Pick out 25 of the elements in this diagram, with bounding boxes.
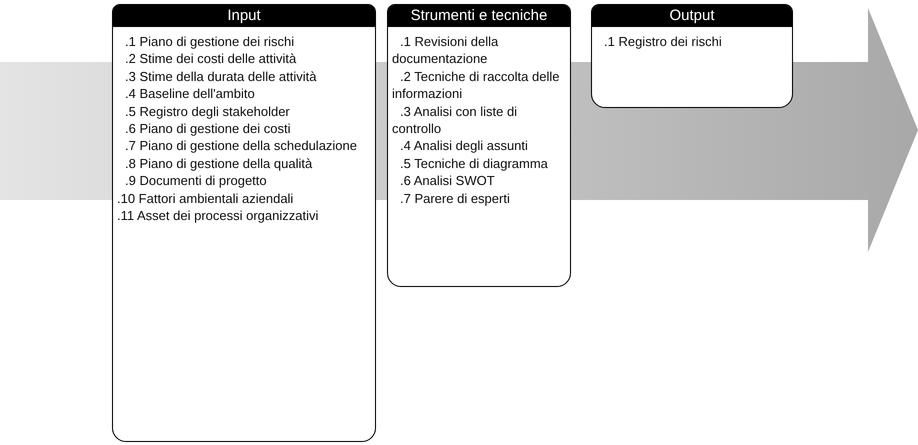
list-box: [387, 4, 571, 287]
list-box: [112, 4, 376, 442]
list-item: .7 Parere di esperti: [399, 190, 511, 208]
list-item: .5 Tecniche di diagramma: [399, 154, 549, 172]
list-item: .2 Tecniche di raccolta delle informazioni: [392, 68, 560, 103]
list-item: .1 Piano di gestione dei rischi: [124, 33, 296, 50]
box-header: Input: [113, 5, 375, 27]
box-header: Output: [592, 5, 792, 27]
list-item: .9 Documenti di progetto: [124, 172, 268, 190]
list-item: .3 Analisi con liste di controllo: [392, 102, 518, 138]
list-item: .6 Analisi SWOT: [399, 172, 496, 190]
list-item: .2 Stime dei costi delle attività: [124, 50, 298, 68]
list-item: .5 Registro degli stakeholder: [124, 102, 291, 120]
list-item: .10 Fattori ambientali aziendali: [117, 190, 294, 208]
list-item: .4 Analisi degli assunti: [399, 137, 529, 155]
list-item: .4 Baseline dell'ambito: [124, 85, 256, 103]
list-item: .8 Piano di gestione della qualità: [124, 154, 314, 172]
box-header: Strumenti e tecniche: [388, 5, 570, 27]
list-item: .1 Revisioni della documentazione: [392, 33, 500, 68]
list-item: .1 Registro dei rischi: [603, 33, 723, 50]
list-item: .11 Asset dei processi organizzativi: [117, 207, 320, 224]
list-item: .6 Piano di gestione dei costi: [124, 120, 292, 138]
list-item: .7 Piano di gestione della schedulazione: [124, 137, 358, 155]
list-item: .3 Stime della durata delle attività: [124, 68, 318, 86]
list-box: [591, 4, 793, 108]
